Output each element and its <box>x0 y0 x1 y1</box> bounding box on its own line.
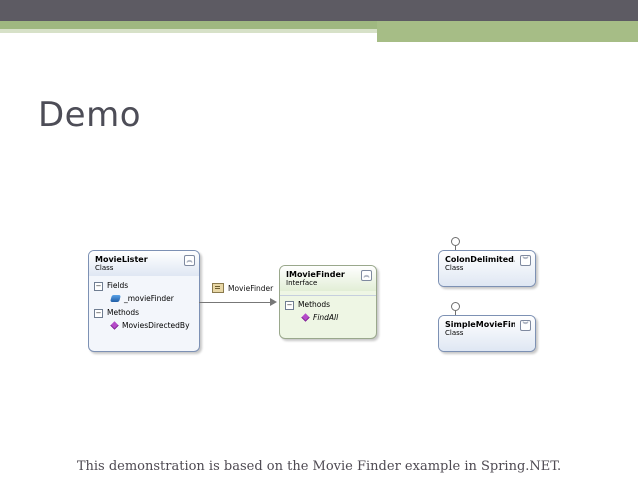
double-chevron-up-icon[interactable]: ︽ <box>361 270 372 281</box>
minus-icon[interactable]: − <box>285 301 294 310</box>
methods-section[interactable]: − Methods <box>280 295 376 310</box>
class-movie-lister[interactable]: MovieLister Class ︽ − Fields _movieFinde… <box>88 250 200 352</box>
double-chevron-down-icon[interactable]: ︾ <box>520 320 531 331</box>
interface-lollipop <box>451 237 460 246</box>
methods-label: Methods <box>298 300 331 309</box>
lollipop-stem <box>455 246 456 251</box>
method-icon <box>110 321 119 330</box>
association-label-text: MovieFinder <box>228 283 274 293</box>
double-chevron-up-icon[interactable]: ︽ <box>184 255 195 266</box>
slide-caption: This demonstration is based on the Movie… <box>76 459 562 474</box>
field-name: _movieFinder <box>124 294 174 303</box>
method-name: FindAll <box>313 313 339 322</box>
class-header: ColonDelimited... Class ︾ <box>439 251 535 286</box>
top-light-stripe <box>0 29 377 33</box>
association-line[interactable] <box>199 302 270 303</box>
lollipop-stem <box>455 311 456 316</box>
class-name: ColonDelimited... <box>445 255 515 264</box>
class-simple-movie-finder[interactable]: SimpleMovieFin... Class ︾ <box>438 315 536 352</box>
top-green-stripe <box>0 21 377 29</box>
top-dark-bar <box>0 0 638 21</box>
interface-name: IMovieFinder <box>286 270 345 279</box>
class-header: SimpleMovieFin... Class ︾ <box>439 316 535 351</box>
methods-label: Methods <box>107 308 140 317</box>
fields-section[interactable]: − Fields <box>89 278 199 291</box>
top-green-block <box>377 21 638 42</box>
class-header: MovieLister Class ︽ <box>89 251 199 276</box>
minus-icon[interactable]: − <box>94 282 103 291</box>
fields-label: Fields <box>107 281 129 290</box>
field-member[interactable]: _movieFinder <box>89 291 199 305</box>
interface-members: − Methods FindAll <box>280 291 376 327</box>
interface-imovie-finder[interactable]: IMovieFinder Interface ︽ − Methods FindA… <box>279 265 377 339</box>
class-name: MovieLister <box>95 255 148 264</box>
class-name: SimpleMovieFin... <box>445 320 515 329</box>
association-arrowhead <box>270 298 277 306</box>
method-name: MoviesDirectedBy <box>122 321 190 330</box>
interface-lollipop <box>451 302 460 311</box>
methods-section[interactable]: − Methods <box>89 305 199 318</box>
slide-title: Demo <box>38 95 142 135</box>
class-colon-delimited[interactable]: ColonDelimited... Class ︾ <box>438 250 536 287</box>
property-icon <box>212 283 224 293</box>
interface-kind: Interface <box>286 279 318 287</box>
double-chevron-down-icon[interactable]: ︾ <box>520 255 531 266</box>
class-members: − Fields _movieFinder − Methods MoviesDi… <box>89 276 199 335</box>
method-icon <box>301 313 310 322</box>
field-icon <box>110 295 121 302</box>
method-member[interactable]: FindAll <box>280 310 376 324</box>
class-kind: Class <box>445 264 464 272</box>
minus-icon[interactable]: − <box>94 309 103 318</box>
class-kind: Class <box>445 329 464 337</box>
association-label: MovieFinder <box>212 283 273 293</box>
method-member[interactable]: MoviesDirectedBy <box>89 318 199 332</box>
class-kind: Class <box>95 264 114 272</box>
interface-header: IMovieFinder Interface ︽ <box>280 266 376 291</box>
